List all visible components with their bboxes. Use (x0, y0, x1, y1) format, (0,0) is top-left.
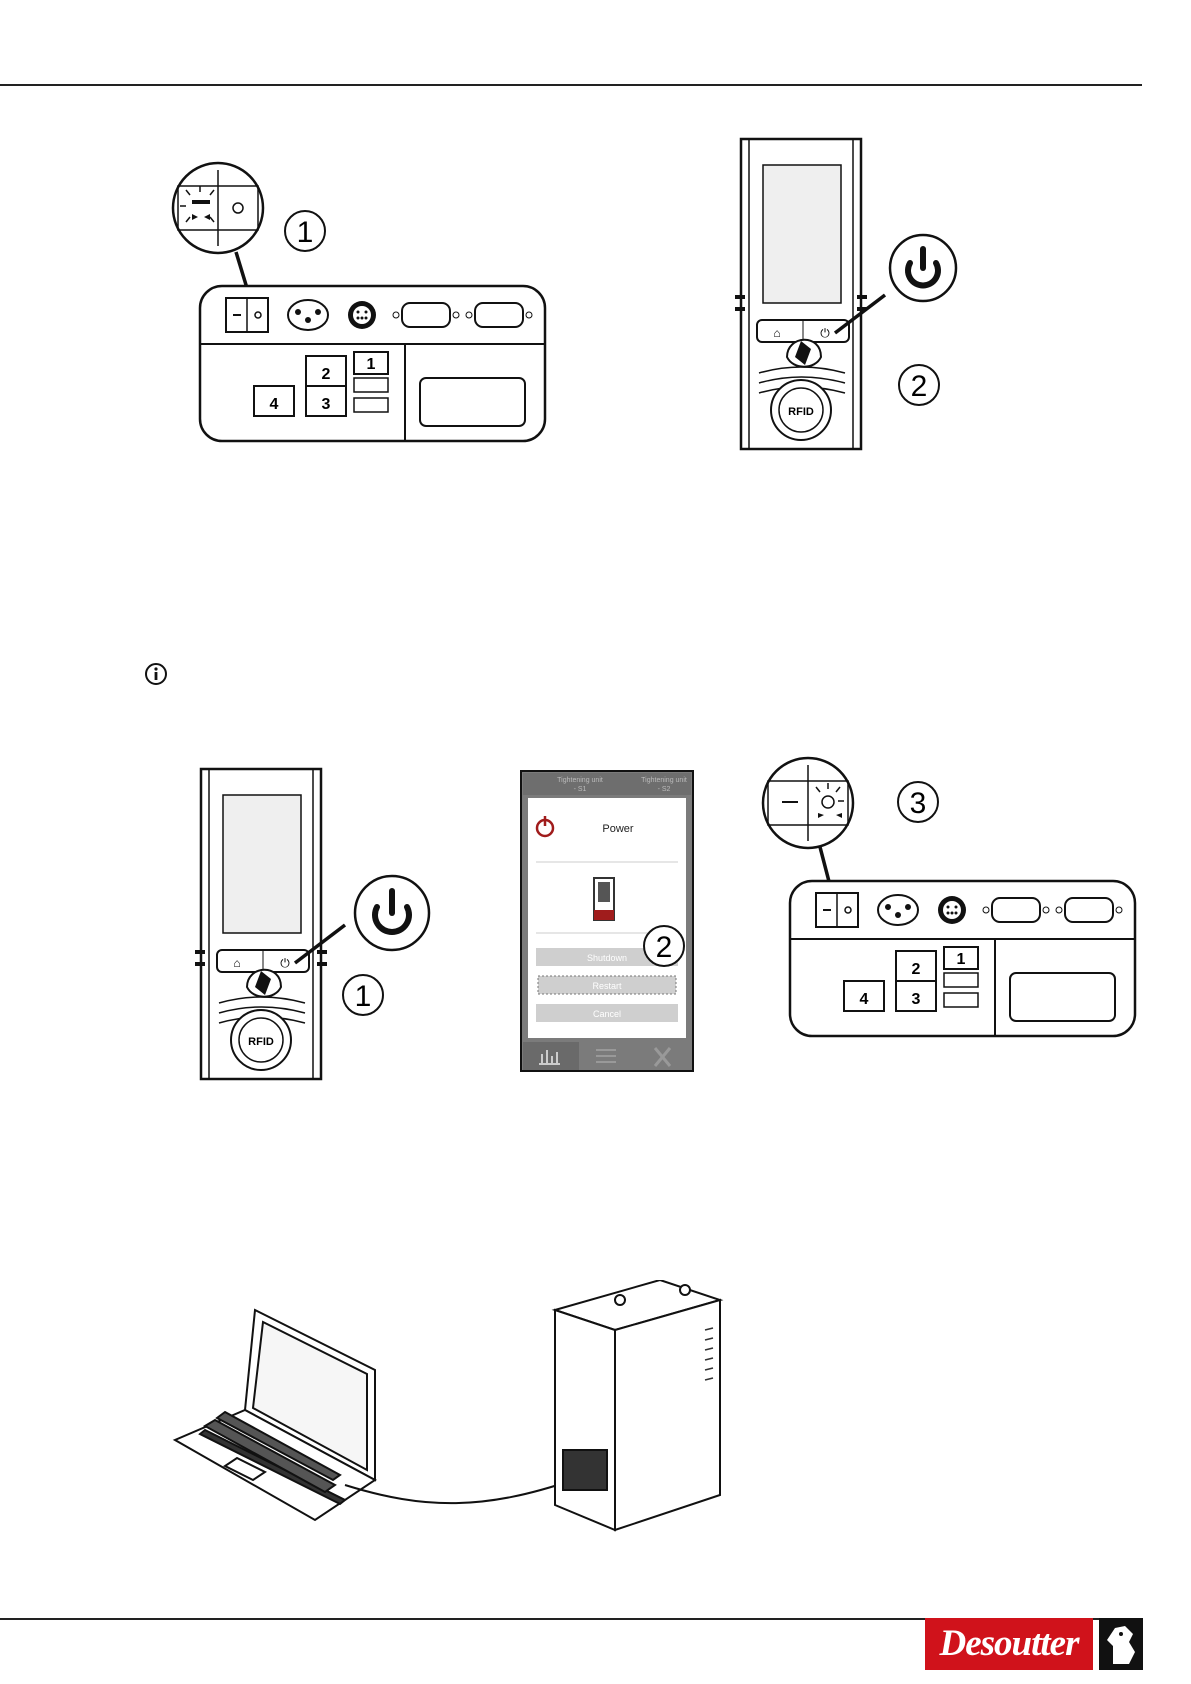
rear-panel-switch-figure: 1 2 3 4 1 (170, 160, 550, 445)
tab2-line1[interactable]: Tightening unit (641, 777, 687, 784)
callout-2: 2 (911, 370, 928, 403)
eth-port-1-label: 1 (957, 951, 966, 968)
switch-zoom (763, 758, 853, 848)
rfid-label: RFID (248, 1036, 274, 1048)
eth-port-4-label: 4 (270, 396, 279, 413)
rear-panel-switch-figure-2: 3 2 3 4 1 (760, 755, 1140, 1040)
callout-3: 3 (910, 787, 927, 820)
shutdown-label: Shutdown (587, 953, 627, 963)
eth-port-4-label: 4 (860, 991, 869, 1008)
controller-power-figure: ⌂ ⏻ RFID 2 (735, 135, 975, 455)
eth-port-2-label: 2 (322, 366, 331, 383)
laptop-connection-figure (165, 1280, 735, 1540)
eth-port-3-label: 3 (912, 991, 921, 1008)
laptop-icon (175, 1310, 375, 1520)
horse-logo-icon (1099, 1618, 1143, 1670)
power-small-icon: ⏻ (820, 326, 830, 340)
home-icon: ⌂ (233, 956, 240, 970)
power-title: Power (602, 823, 634, 835)
eth-port-1-label: 1 (367, 356, 376, 373)
switch-zoom (173, 163, 263, 253)
rfid-label: RFID (788, 406, 814, 418)
callout-1-lower: 1 (355, 980, 372, 1013)
tab2-line2: - S2 (658, 786, 671, 793)
info-icon (144, 662, 168, 686)
header-rule (0, 84, 1142, 86)
desoutter-logo: Desoutter (925, 1618, 1143, 1670)
controller-3d-icon (555, 1280, 720, 1530)
power-small-icon: ⏻ (280, 956, 290, 970)
controller-power-figure-2: ⌂ ⏻ RFID 1 (195, 765, 435, 1085)
brand-name: Desoutter (925, 1618, 1093, 1670)
eth-port-2-label: 2 (912, 961, 921, 978)
callout-1: 1 (297, 216, 314, 249)
eth-port-3-label: 3 (322, 396, 331, 413)
callout-2-lower: 2 (656, 931, 673, 964)
restart-label: Restart (592, 981, 622, 991)
tab1-line2: - S1 (574, 786, 587, 793)
power-screen-figure: Tightening unit - S1 Tightening unit - S… (520, 770, 700, 1075)
tab1-line1[interactable]: Tightening unit (557, 777, 603, 784)
cancel-label: Cancel (593, 1009, 621, 1019)
home-icon: ⌂ (773, 326, 780, 340)
